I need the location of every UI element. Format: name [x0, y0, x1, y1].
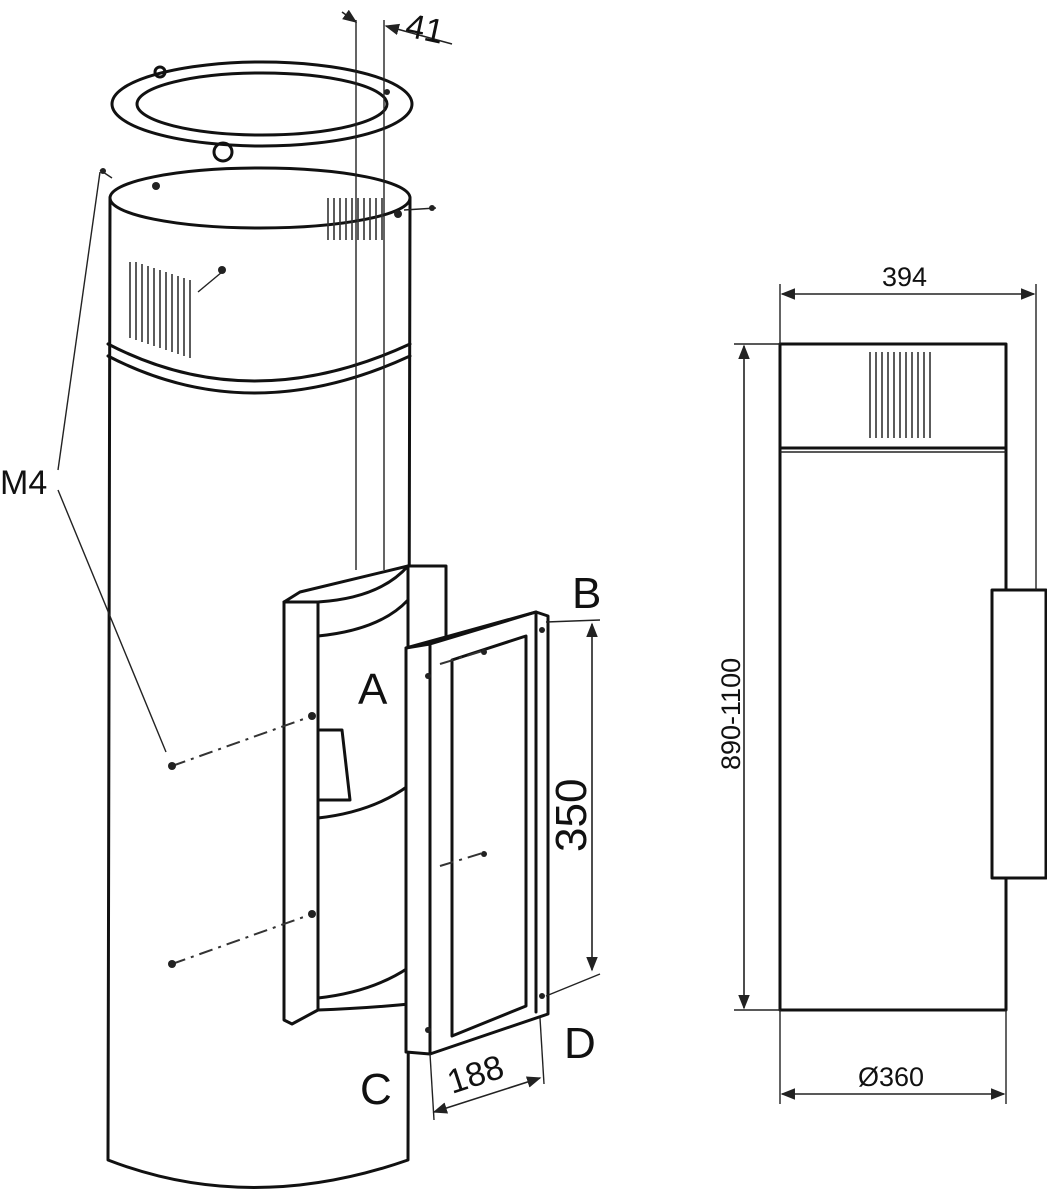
offset-dimension: 41	[341, 7, 453, 570]
offset-value: 41	[402, 7, 447, 52]
screw-axis-lines	[168, 649, 487, 968]
bracket-height-value: 350	[547, 779, 596, 852]
mounting-ring	[110, 60, 414, 163]
diameter-value: Ø360	[858, 1062, 924, 1092]
height-value: 890-1100	[716, 658, 746, 770]
bracket-width-value: 188	[443, 1048, 509, 1102]
top-screws	[99, 168, 437, 293]
screw-label: M4	[0, 464, 47, 502]
bracket-height-dimension: 350	[545, 619, 601, 997]
diameter-dimension: Ø360	[779, 1010, 1007, 1104]
side-vent	[869, 352, 931, 438]
side-view: 394 890-1100 Ø360	[716, 262, 1047, 1104]
upper-vent-right	[327, 198, 383, 240]
height-dimension: 890-1100	[716, 343, 780, 1011]
bracket-a-label: A	[358, 665, 388, 714]
perspective-view: M4 A B C D 41 350 188	[0, 7, 601, 1189]
column-body	[106, 166, 412, 1189]
upper-vent-left	[129, 262, 191, 358]
total-width-dimension: 394	[779, 262, 1037, 590]
bracket-b	[404, 610, 550, 1056]
bracket-b-label: B	[572, 569, 601, 618]
total-width-value: 394	[882, 262, 927, 292]
bracket-c-label: C	[360, 1065, 392, 1114]
m4-leaders	[57, 171, 167, 753]
bracket-d-label: D	[564, 1019, 596, 1068]
